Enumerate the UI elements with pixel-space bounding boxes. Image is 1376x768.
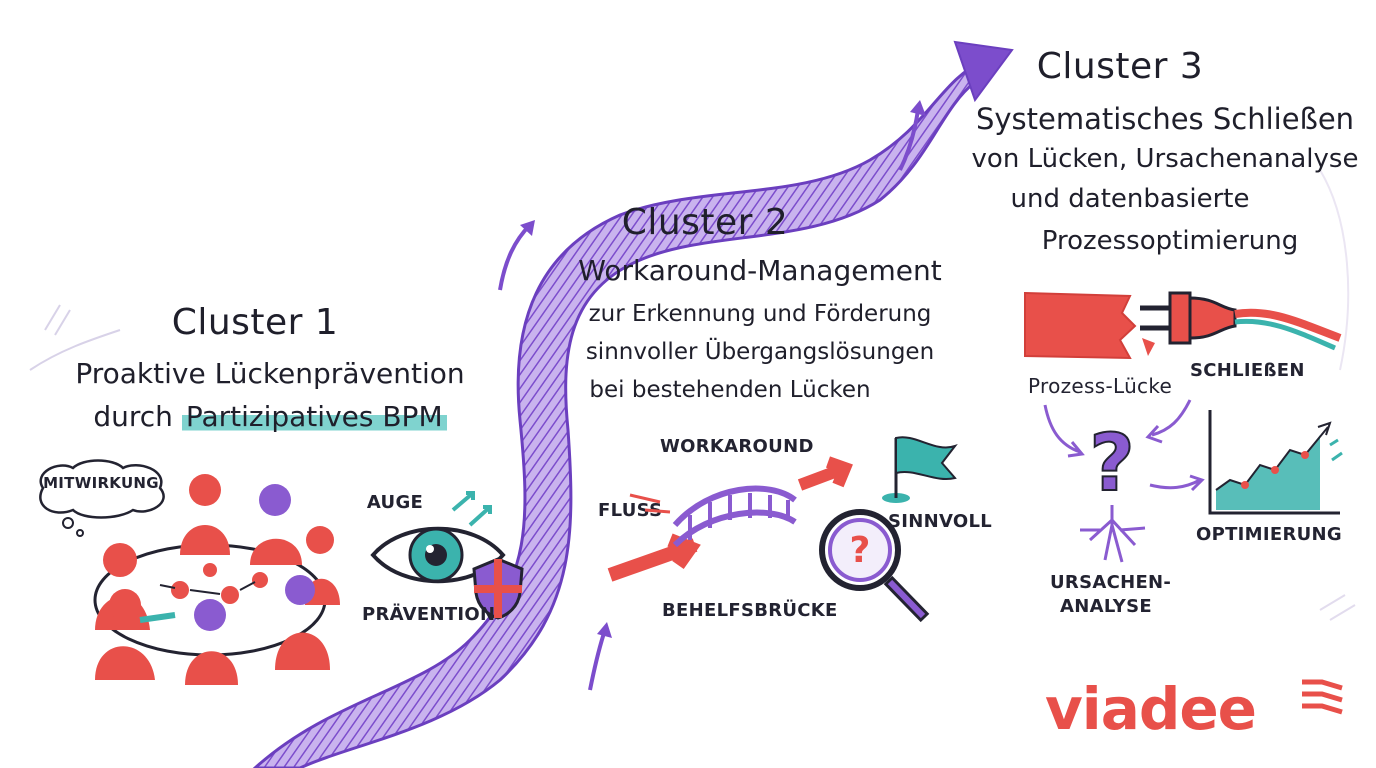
cluster3-title: Cluster 3 [1036, 46, 1204, 87]
svg-text:?: ? [1089, 419, 1134, 509]
teal-arrows-icon [451, 491, 492, 527]
bridge-icon [607, 456, 853, 582]
label-analyse: ANALYSE [1060, 596, 1152, 617]
label-fluss: FLUSS [598, 500, 663, 521]
label-ursachen: URSACHEN- [1050, 572, 1172, 593]
cluster1-title: Cluster 1 [171, 302, 339, 343]
shield-icon [472, 557, 524, 620]
magnifier-icon: ? [819, 509, 930, 623]
logo-mark-icon [1302, 679, 1343, 715]
label-optimierung: OPTIMIERUNG [1196, 524, 1342, 545]
torn-paper-icon [1024, 291, 1155, 360]
cluster3-line2: von Lücken, Ursachenanalyse [971, 144, 1359, 174]
viadee-logo: viadee [1045, 675, 1257, 743]
cluster2-line3: sinnvoller Übergangslösungen [585, 339, 935, 365]
cluster2-line4: bei bestehenden Lücken [589, 377, 871, 403]
label-sinnvoll: SINNVOLL [888, 511, 993, 532]
growth-chart-icon [1208, 410, 1343, 515]
cluster1-line2: durch Partizipatives BPM [40, 398, 500, 436]
label-workaround: WORKAROUND [660, 436, 814, 457]
people-table-icon [93, 474, 340, 685]
label-schliessen: SCHLIEßEN [1190, 360, 1305, 381]
question-roots-icon: ? [1043, 399, 1205, 563]
flag-icon [882, 436, 958, 503]
label-prozess-luecke: Prozess-Lücke [1028, 374, 1173, 398]
cluster1-line2-prefix: durch [93, 400, 182, 433]
label-praevention: PRÄVENTION [362, 604, 496, 625]
cluster2-title: Cluster 2 [621, 202, 789, 243]
label-behelfsbruecke: BEHELFSBRÜCKE [662, 600, 838, 621]
cluster3-line4: Prozessoptimierung [1041, 226, 1299, 256]
cluster1-line1: Proaktive Lückenprävention [75, 357, 465, 390]
cluster2-line1: Workaround-Management [578, 254, 942, 287]
eye-icon [370, 526, 506, 584]
cluster1-highlight: Partizipatives BPM [181, 400, 447, 433]
cluster2-line2: zur Erkennung und Förderung [588, 301, 932, 327]
cluster3-line1: Systematisches Schließen [975, 102, 1355, 136]
label-mitwirkung: MITWIRKUNG [43, 474, 159, 492]
thought-bubble-icon [39, 459, 165, 537]
plug-icon [1140, 291, 1342, 351]
label-auge: AUGE [366, 492, 424, 513]
svg-text:?: ? [850, 530, 871, 571]
cluster3-line3: und datenbasierte [1010, 184, 1250, 214]
